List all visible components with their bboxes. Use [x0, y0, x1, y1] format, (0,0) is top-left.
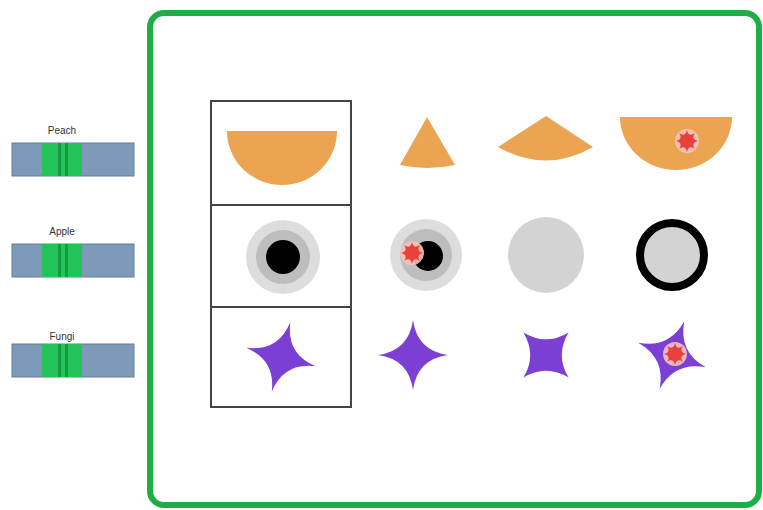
gel-bar — [12, 143, 134, 176]
red-mark — [663, 342, 687, 366]
star-shape — [378, 320, 448, 390]
star-shape — [638, 321, 706, 389]
star-shape — [246, 322, 316, 392]
red-mark — [400, 241, 424, 265]
apple-shapes — [246, 217, 704, 294]
fungi-shapes — [246, 320, 706, 392]
lesion-marks — [400, 129, 699, 366]
gel-bar — [12, 244, 134, 277]
sample-label: Peach — [48, 126, 76, 136]
panel-border — [150, 13, 759, 505]
star-shape — [523, 332, 568, 377]
sample-label: Apple — [49, 227, 75, 237]
reference-box — [211, 101, 351, 407]
sample-label: Fungi — [49, 332, 74, 342]
gel-bar — [12, 344, 134, 377]
red-mark — [675, 129, 699, 153]
peach-shapes — [227, 116, 732, 185]
